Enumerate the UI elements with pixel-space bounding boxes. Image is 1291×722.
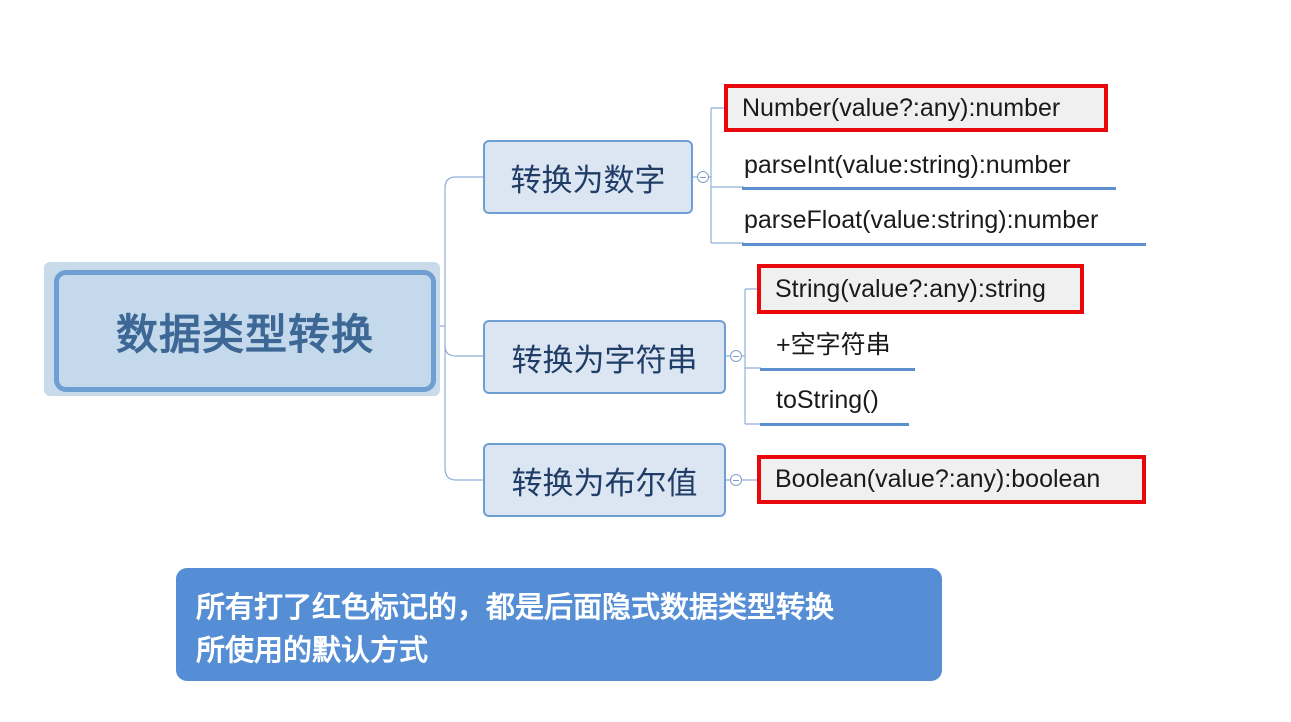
branch-label: 转换为字符串 bbox=[511, 342, 698, 379]
collapse-toggle-icon[interactable] bbox=[697, 171, 709, 183]
branch-to-boolean[interactable]: 转换为布尔值 bbox=[483, 443, 726, 517]
leaf-label: Boolean(value?:any):boolean bbox=[775, 465, 1101, 493]
branch-label: 转换为布尔值 bbox=[511, 465, 698, 502]
central-topic[interactable]: 数据类型转换 bbox=[54, 270, 436, 392]
branch-to-string[interactable]: 转换为字符串 bbox=[483, 320, 726, 394]
leaf-number-function[interactable]: Number(value?:any):number bbox=[724, 84, 1108, 132]
leaf-tostring-method[interactable]: toString() bbox=[760, 388, 909, 426]
leaf-label: parseInt(value:string):number bbox=[744, 151, 1071, 179]
leaf-label: String(value?:any):string bbox=[775, 274, 1046, 303]
leaf-string-function[interactable]: String(value?:any):string bbox=[757, 264, 1084, 314]
note-line-1: 所有打了红色标记的，都是后面隐式数据类型转换 bbox=[196, 590, 835, 624]
leaf-label: parseFloat(value:string):number bbox=[744, 206, 1099, 234]
leaf-label: Number(value?:any):number bbox=[742, 93, 1061, 122]
note-callout: 所有打了红色标记的，都是后面隐式数据类型转换 所使用的默认方式 bbox=[176, 568, 942, 681]
central-topic-label: 数据类型转换 bbox=[115, 309, 374, 359]
leaf-boolean-function[interactable]: Boolean(value?:any):boolean bbox=[757, 455, 1146, 504]
note-line-2: 所使用的默认方式 bbox=[196, 633, 429, 667]
collapse-toggle-icon[interactable] bbox=[730, 474, 742, 486]
leaf-empty-string-concat[interactable]: +空字符串 bbox=[760, 333, 915, 371]
leaf-label: +空字符串 bbox=[776, 331, 891, 359]
leaf-label: toString() bbox=[776, 386, 879, 414]
leaf-parsefloat-function[interactable]: parseFloat(value:string):number bbox=[742, 208, 1146, 246]
collapse-toggle-icon[interactable] bbox=[730, 350, 742, 362]
branch-label: 转换为数字 bbox=[510, 162, 666, 199]
leaf-parseint-function[interactable]: parseInt(value:string):number bbox=[742, 153, 1116, 190]
branch-to-number[interactable]: 转换为数字 bbox=[483, 140, 693, 214]
